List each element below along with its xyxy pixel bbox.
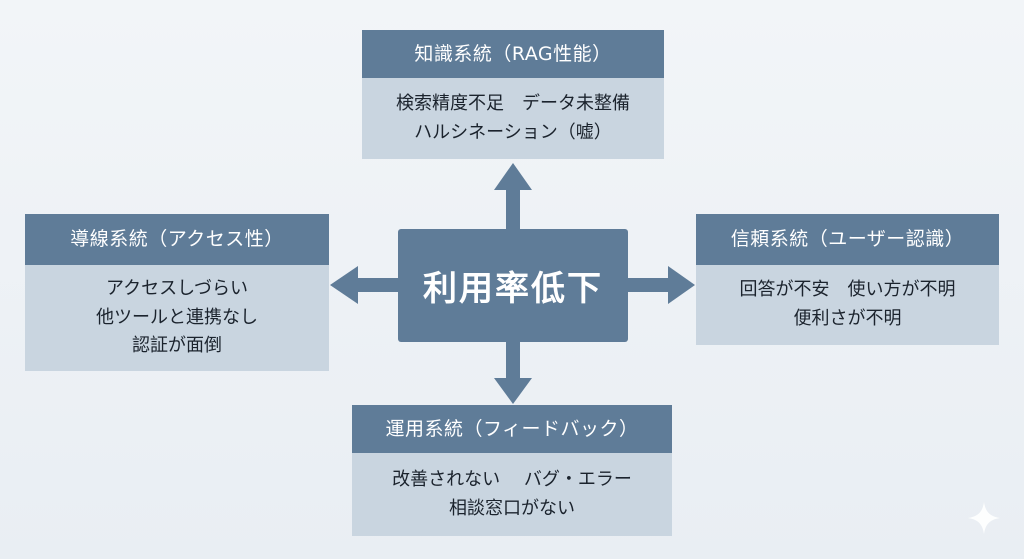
access-issue-line: 他ツールと連携なし [96, 306, 258, 328]
operation-system-body: 改善されない バグ・エラー 相談窓口がない [352, 453, 672, 536]
center-issue-box: 利用率低下 [398, 229, 628, 342]
access-issue-line: アクセスしづらい [105, 277, 249, 299]
arrow-right [627, 266, 695, 304]
trust-system-title: 信頼系統（ユーザー認識） [696, 214, 999, 265]
knowledge-system-box: 知識系統（RAG性能） 検索精度不足 データ未整備 ハルシネーション（嘘） [362, 30, 664, 159]
operation-issue-line: 改善されない バグ・エラー [392, 468, 632, 490]
access-system-box: 導線系統（アクセス性） アクセスしづらい 他ツールと連携なし 認証が面倒 [25, 214, 329, 371]
knowledge-issue-line: 検索精度不足 データ未整備 [396, 92, 630, 114]
arrow-left [330, 266, 399, 304]
trust-system-body: 回答が不安 使い方が不明 便利さが不明 [696, 265, 999, 345]
trust-issue-line: 回答が不安 使い方が不明 [739, 279, 956, 301]
access-system-body: アクセスしづらい 他ツールと連携なし 認証が面倒 [25, 265, 329, 371]
knowledge-issue-line: ハルシネーション（嘘） [414, 121, 612, 143]
knowledge-system-body: 検索精度不足 データ未整備 ハルシネーション（嘘） [362, 78, 664, 159]
arrow-up [494, 163, 532, 230]
trust-issue-line: 便利さが不明 [793, 308, 902, 329]
access-system-title: 導線系統（アクセス性） [25, 214, 329, 265]
sparkle-icon [968, 502, 1000, 534]
operation-issue-line: 相談窓口がない [449, 497, 575, 519]
access-issue-line: 認証が面倒 [132, 335, 222, 357]
operation-system-title: 運用系統（フィードバック） [352, 405, 672, 453]
trust-system-box: 信頼系統（ユーザー認識） 回答が不安 使い方が不明 便利さが不明 [696, 214, 999, 345]
arrow-down [494, 341, 532, 404]
center-issue-label: 利用率低下 [423, 269, 603, 309]
operation-system-box: 運用系統（フィードバック） 改善されない バグ・エラー 相談窓口がない [352, 405, 672, 536]
knowledge-system-title: 知識系統（RAG性能） [362, 30, 664, 78]
